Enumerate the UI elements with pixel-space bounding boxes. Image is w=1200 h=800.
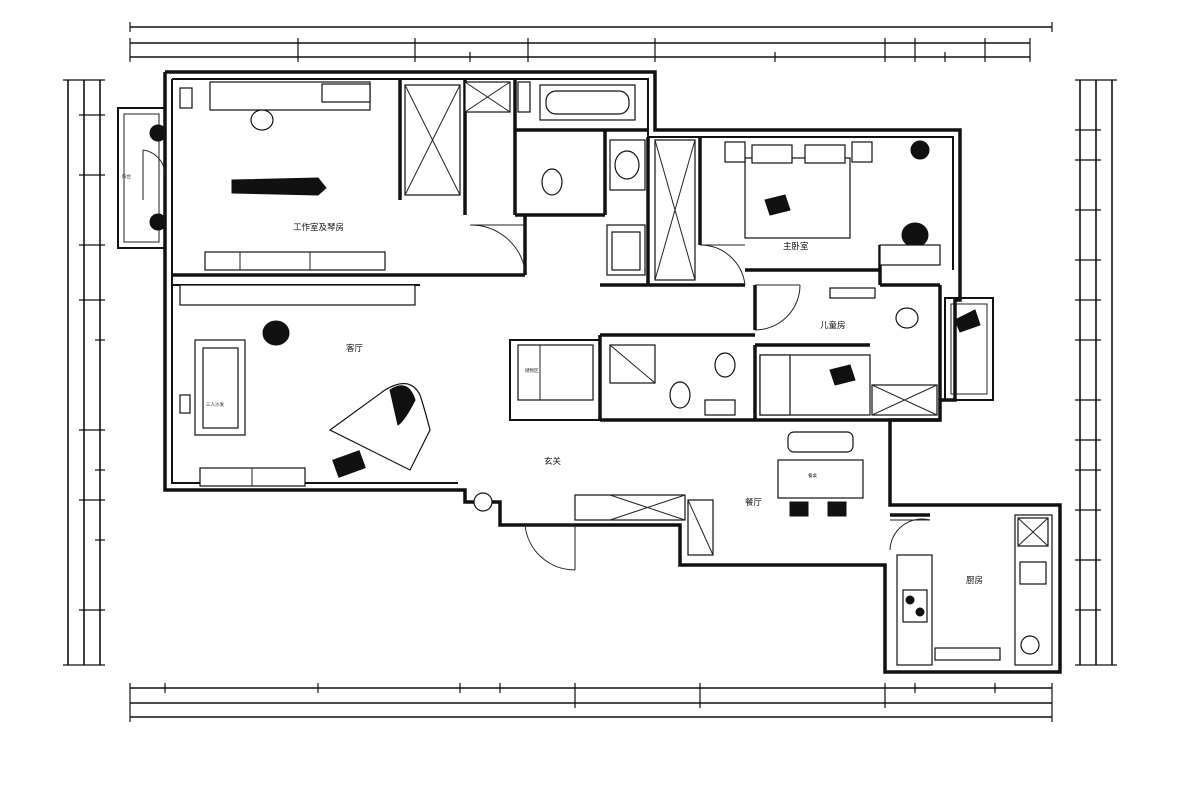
storage-furniture	[473, 344, 714, 556]
label-living: 客厅	[346, 343, 364, 354]
kids-room-furniture	[759, 287, 938, 416]
label-dining: 餐厅	[745, 498, 763, 508]
label-sofa: 三人沙发	[206, 401, 224, 408]
label-balcony: 阳台	[122, 173, 131, 180]
dimension-lines-right	[1075, 79, 1117, 666]
room-labels: 工作室及琴房 客厅 主卧室 儿童房 玄关 餐厅 厨房 储物区 阳台 三人沙发 餐…	[122, 173, 983, 586]
doors	[142, 149, 931, 571]
label-dining-table: 餐桌	[808, 472, 817, 479]
label-study: 工作室及琴房	[293, 222, 344, 233]
bathroom-1	[539, 84, 646, 276]
study-furniture	[179, 81, 531, 306]
label-entrance: 玄关	[544, 456, 562, 467]
kitchen-furniture	[896, 514, 1053, 666]
label-master-bedroom: 主卧室	[783, 241, 809, 252]
dining-furniture	[777, 431, 864, 517]
balcony-plants	[149, 124, 981, 333]
bathroom-2	[609, 344, 736, 416]
label-storage: 储物区	[525, 367, 539, 374]
dimension-lines-bottom	[129, 683, 1053, 722]
living-furniture	[179, 320, 431, 487]
label-kitchen: 厨房	[966, 575, 983, 586]
master-bedroom-furniture	[654, 139, 941, 281]
dimension-lines-top	[129, 22, 1053, 62]
dimension-lines-left	[63, 79, 105, 666]
label-kids-room: 儿童房	[820, 320, 846, 331]
